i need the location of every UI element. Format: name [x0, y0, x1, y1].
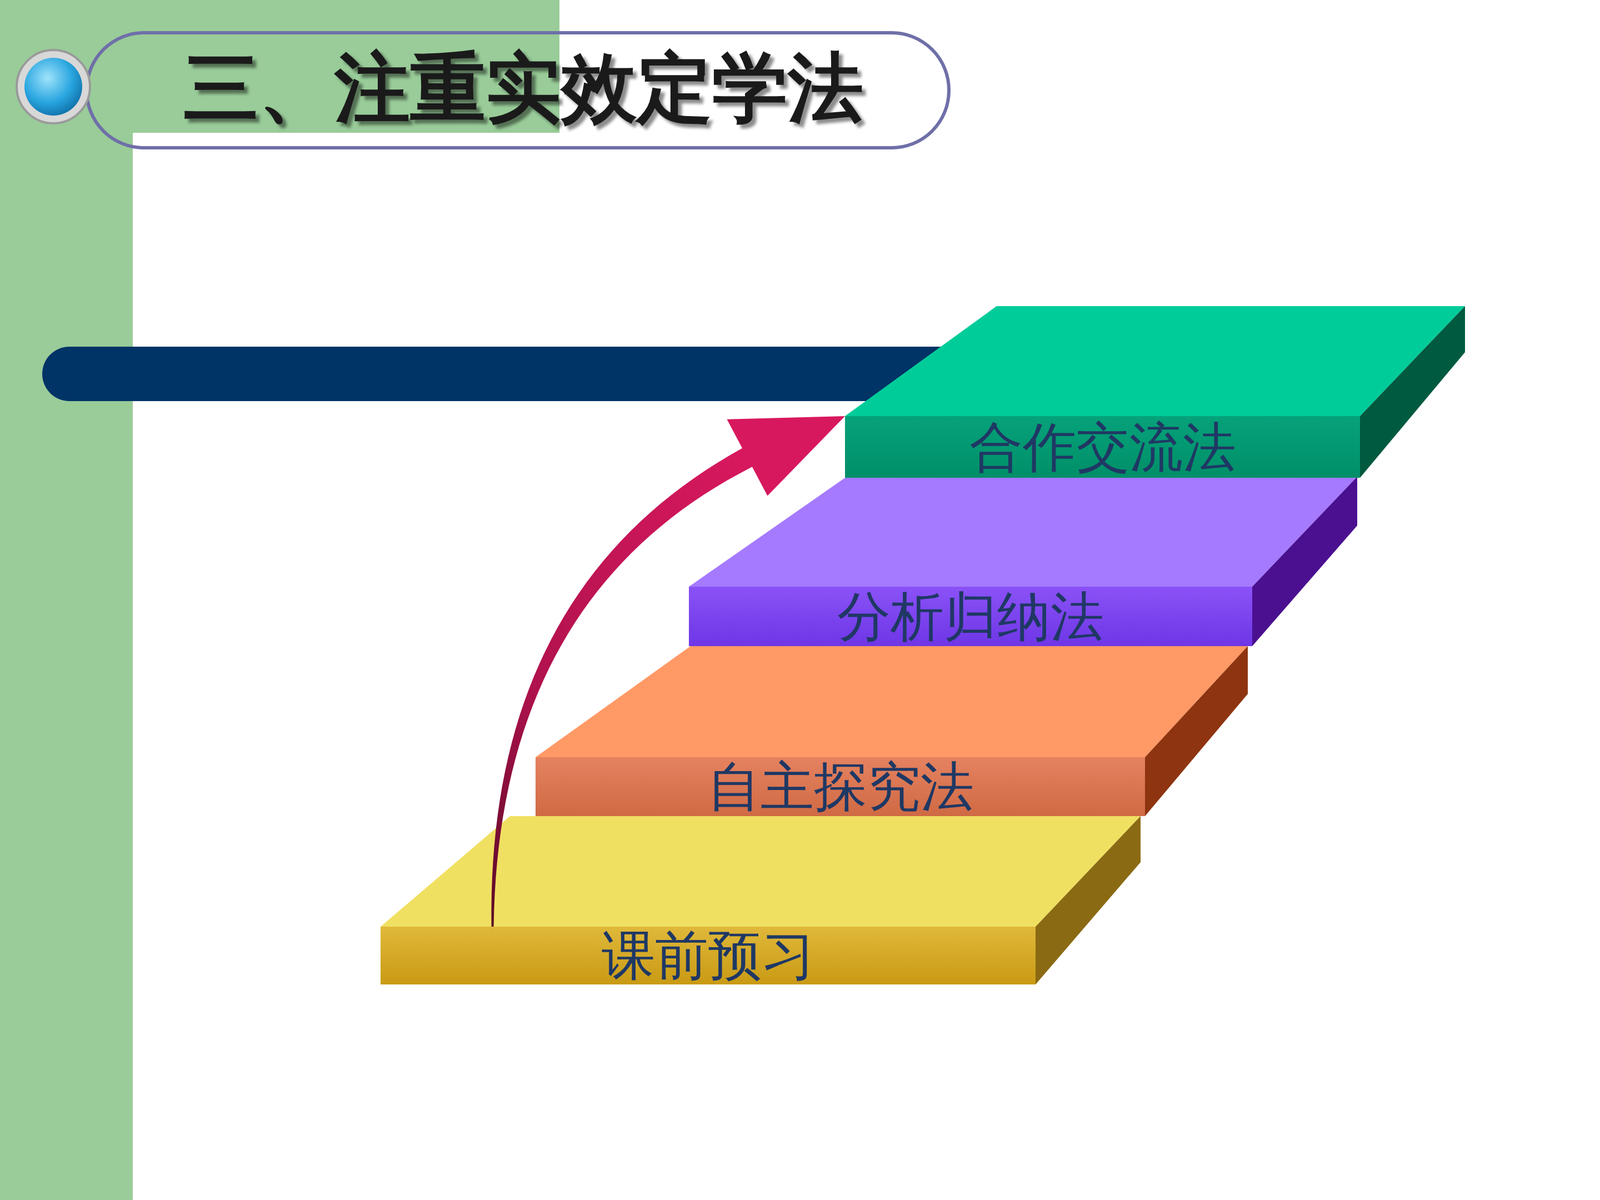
- step-top: [688, 476, 1358, 587]
- green-band: [0, 0, 133, 1200]
- title-ball-ring: [16, 50, 90, 124]
- slide-title: 三、注重实效定学法: [183, 46, 864, 130]
- blue-bar: [42, 346, 949, 402]
- step-side: [1035, 816, 1141, 985]
- step-box: 自主探究法: [535, 757, 1145, 817]
- curved-arrow: [491, 416, 845, 927]
- step-box: 课前预习: [380, 926, 1036, 985]
- title-capsule: [86, 32, 949, 148]
- step-label: 分析归纳法: [837, 590, 1104, 644]
- step-side: [1145, 646, 1248, 817]
- step-side: [1252, 476, 1358, 647]
- step-box: 分析归纳法: [688, 586, 1253, 647]
- step-side: [1360, 306, 1465, 478]
- step-top: [845, 306, 1465, 417]
- step-box: 合作交流法: [845, 416, 1360, 478]
- step-label: 自主探究法: [707, 760, 974, 814]
- step-label: 合作交流法: [969, 420, 1237, 474]
- step-label: 课前预习: [601, 928, 815, 983]
- title-ball: [24, 57, 83, 116]
- step-top: [535, 646, 1248, 758]
- white-panel: [132, 132, 1600, 1200]
